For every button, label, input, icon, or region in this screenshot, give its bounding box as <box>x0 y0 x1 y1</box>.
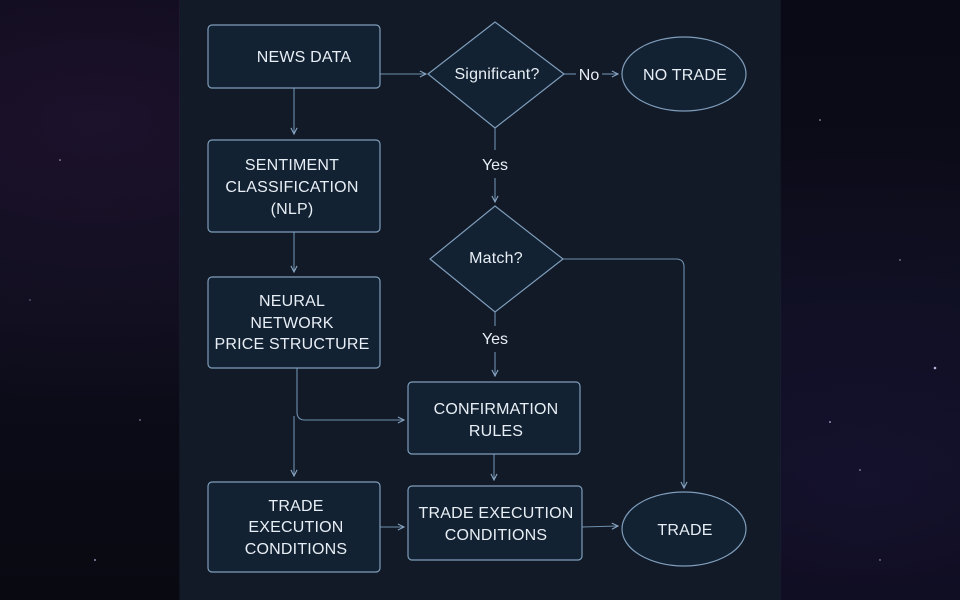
edges <box>294 74 684 527</box>
node-label: TRADE EXECUTION <box>418 505 573 522</box>
node-label: CLASSIFICATION <box>225 179 358 196</box>
decision-diamond <box>427 21 565 129</box>
node-label: RULES <box>469 423 523 440</box>
node-label: Match? <box>469 250 523 267</box>
edge-neural-to-confirmation <box>296 368 404 420</box>
node-trade: TRADE <box>621 491 747 567</box>
edge-label-yes: Yes <box>482 157 508 174</box>
star <box>899 259 901 261</box>
decision-diamond <box>429 205 564 313</box>
terminal-ellipse <box>621 491 747 567</box>
node-trade-execution-mid: TRADE EXECUTION CONDITIONS <box>407 485 583 561</box>
node-label: SENTIMENT <box>245 157 339 174</box>
node-significant-decision: Significant? <box>427 21 565 129</box>
node-sentiment-classification: SENTIMENT CLASSIFICATION (NLP) <box>207 139 381 233</box>
star <box>819 119 821 121</box>
edge-label-no: No <box>579 67 600 84</box>
node-match-decision: Match? <box>429 205 564 313</box>
edge-label-yes: Yes <box>482 331 508 348</box>
node-neural-network: NEURAL NETWORK PRICE STRUCTURE <box>207 276 381 369</box>
star <box>879 559 881 561</box>
process-box <box>207 139 381 233</box>
node-news-data: NEWS DATA <box>207 24 381 89</box>
node-label: NEURAL <box>259 293 325 310</box>
star <box>94 559 96 561</box>
node-label: EXECUTION <box>248 519 343 536</box>
edge-match-to-trade <box>563 258 684 488</box>
star <box>59 159 61 161</box>
process-box <box>407 485 583 561</box>
star <box>859 469 861 471</box>
process-box <box>207 481 381 573</box>
node-label: Significant? <box>454 66 539 83</box>
star <box>933 366 937 370</box>
node-label: CONDITIONS <box>445 527 547 544</box>
node-label: TRADE <box>657 522 712 539</box>
edge-trade-exec-mid-to-trade <box>581 526 618 527</box>
process-box <box>207 276 381 369</box>
node-label: NEWS DATA <box>257 49 352 66</box>
process-box <box>207 24 381 89</box>
node-label: (NLP) <box>271 201 314 218</box>
node-trade-execution-left: TRADE EXECUTION CONDITIONS <box>207 481 381 573</box>
node-label: NETWORK <box>250 315 333 332</box>
node-label: CONDITIONS <box>245 541 347 558</box>
node-label: PRICE STRUCTURE <box>214 336 369 353</box>
node-label: NO TRADE <box>643 67 727 84</box>
node-label: TRADE <box>268 498 323 515</box>
star <box>139 419 141 421</box>
star <box>829 421 831 423</box>
terminal-ellipse <box>621 36 747 112</box>
star <box>29 299 31 301</box>
node-confirmation-rules: CONFIRMATION RULES <box>407 381 581 455</box>
node-label: CONFIRMATION <box>434 401 559 418</box>
node-no-trade: NO TRADE <box>621 36 747 112</box>
process-box <box>407 381 581 455</box>
